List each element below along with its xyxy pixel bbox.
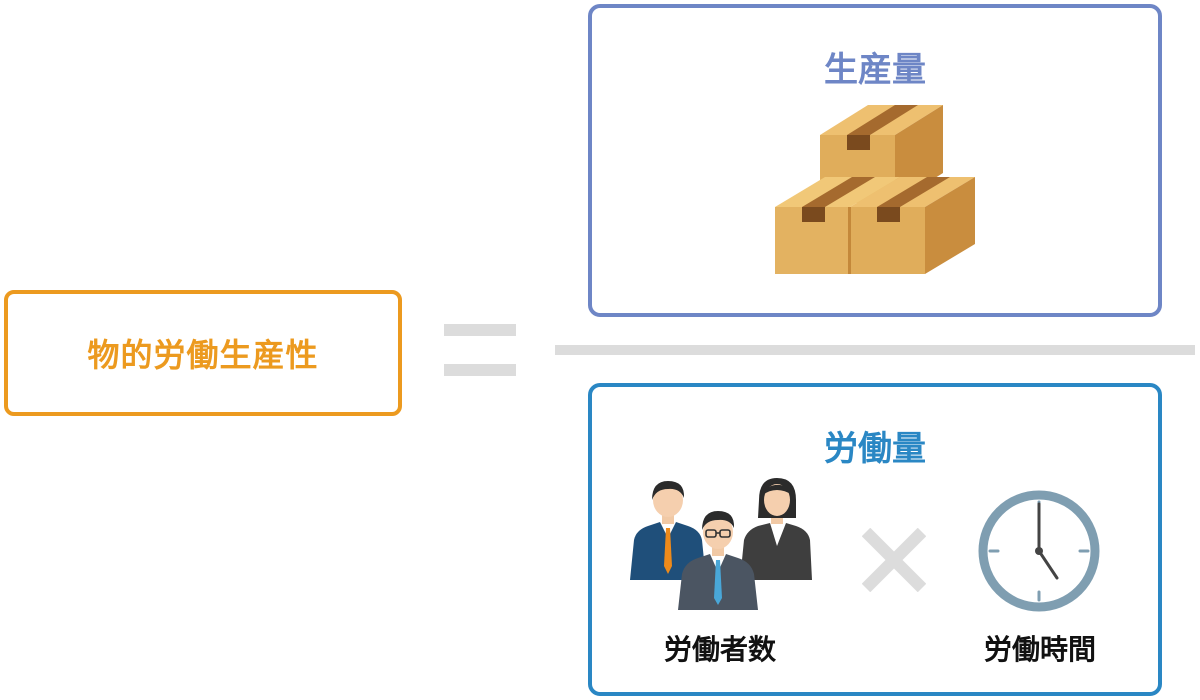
fraction-line [555, 345, 1195, 355]
lhs-label: 物的労働生産性 [87, 336, 319, 374]
cardboard-boxes-icon [775, 105, 975, 274]
denominator-box: 労働量 [588, 383, 1162, 696]
multiply-icon [862, 528, 926, 592]
worker-center [678, 511, 758, 610]
factor-label-workers: 労働者数 [663, 633, 776, 666]
bottom-right-box [850, 177, 975, 274]
equals-bar-top [444, 324, 516, 336]
clock-hour-hand [1037, 549, 1059, 580]
clock-center [1035, 547, 1043, 555]
bottom-left-box [775, 177, 900, 274]
equals-bar-bottom [444, 364, 516, 376]
factor-label-hours: 労働時間 [983, 633, 1096, 666]
clock-icon [978, 490, 1100, 612]
denominator-title: 労働量 [824, 429, 926, 469]
worker-right [740, 478, 812, 580]
numerator-title: 生産量 [824, 50, 926, 90]
workers-group-icon [630, 478, 812, 610]
lhs-box: 物的労働生産性 [4, 290, 402, 416]
numerator-box: 生産量 [588, 4, 1162, 317]
